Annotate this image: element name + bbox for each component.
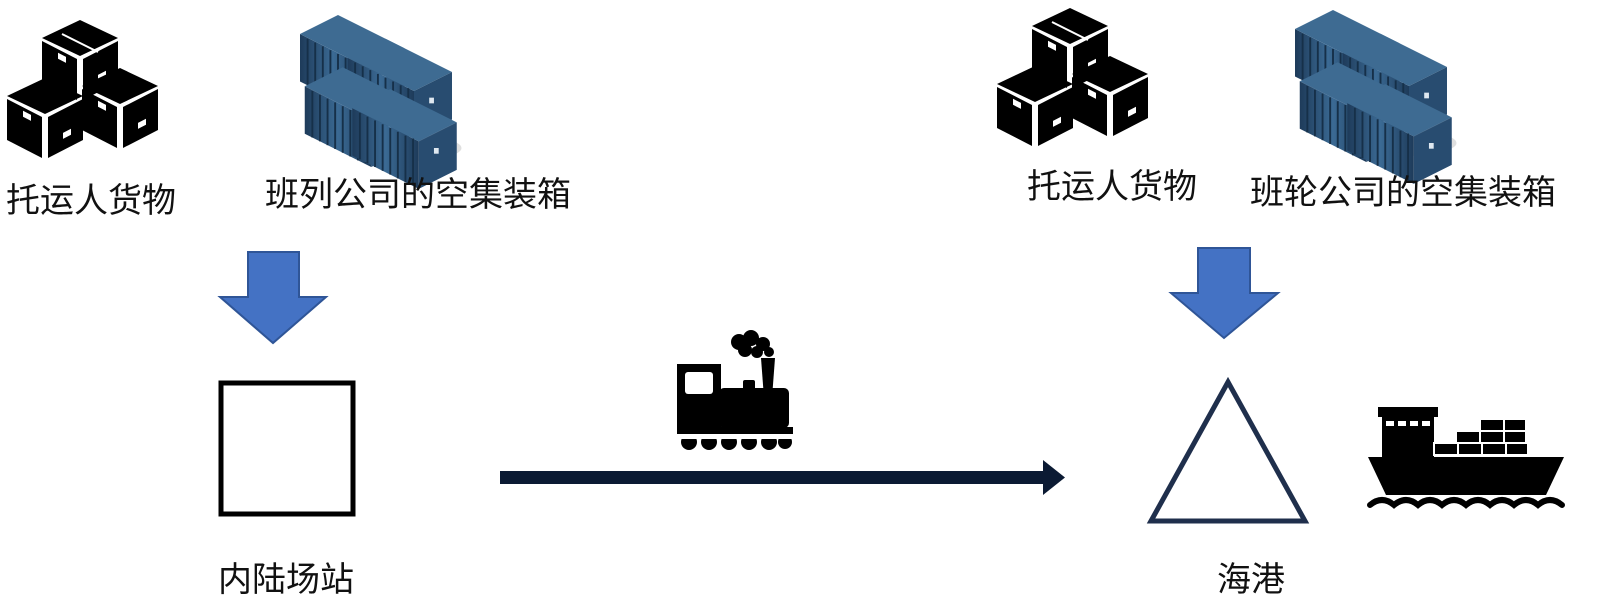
seaport-triangle [1146,376,1310,524]
left-down-arrow [217,251,329,345]
steam-train-icon [677,330,793,450]
left-cargo-label: 托运人货物 [6,181,176,221]
right-container-stack-icon [1295,10,1457,184]
right-container-label: 班轮公司的空集装箱 [1250,173,1556,213]
inland-station-square [218,380,356,517]
seaport-label: 海港 [1217,560,1285,600]
rail-flow-arrow [500,460,1065,495]
right-cargo-label: 托运人货物 [1027,167,1197,207]
container-ship-icon [1367,407,1565,509]
inland-station-label: 内陆场站 [218,560,354,600]
left-container-stack-icon [300,15,462,189]
left-container-label: 班列公司的空集装箱 [265,175,571,215]
right-boxes-icon [997,8,1148,146]
left-boxes-icon [7,20,158,158]
right-down-arrow [1168,247,1281,340]
